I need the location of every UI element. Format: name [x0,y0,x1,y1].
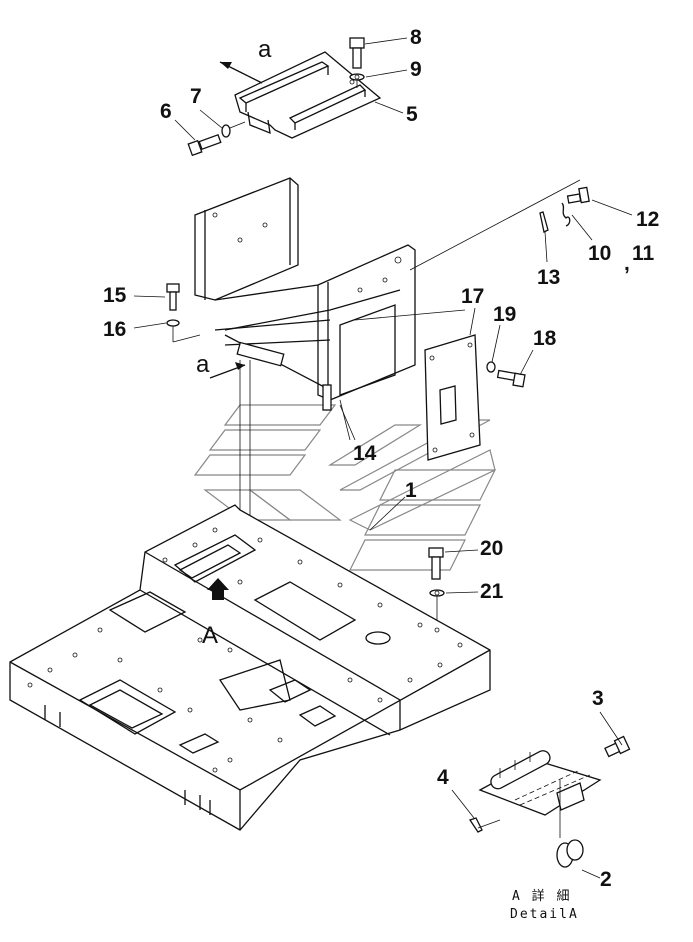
bolt-15 [166,283,201,343]
main-frame [9,504,491,831]
label-part-3: 3 [592,687,604,710]
label-part-1: 1 [405,479,417,502]
view-marker-a-top: a [258,36,272,63]
label-part-14: 14 [353,442,377,465]
view-arrow-a-top: a [219,36,272,84]
label-part-11: 11 [632,242,655,265]
detail-caption-jp: A 詳 細 [512,888,571,904]
bolt-8 [349,37,365,88]
view-arrow-A: A [202,578,229,649]
part-labels: 1 2 3 4 5 6 7 8 9 10 11 12 13 14 15 16 1… [103,26,659,891]
detail-A-view [468,735,631,868]
svg-text:,: , [624,252,630,275]
label-part-13: 13 [537,266,560,289]
label-part-18: 18 [533,327,557,350]
detail-caption: A 詳 細 DetailA [510,888,579,922]
top-cover-plate [234,51,382,139]
label-part-10: 10 [588,242,611,265]
label-part-5: 5 [406,103,418,126]
detail-caption-en: DetailA [510,907,579,922]
bolt-12 [539,186,590,233]
label-part-17: 17 [461,285,484,308]
side-plate-17 [424,334,481,461]
frame-holes [27,527,463,773]
label-part-9: 9 [410,58,422,81]
view-marker-a-mid: a [196,351,210,378]
bolt-18 [486,361,526,388]
label-part-21: 21 [480,580,504,603]
label-part-8: 8 [410,26,422,49]
label-part-15: 15 [103,284,127,307]
box-frame [194,177,416,411]
bolt-20 [428,547,445,597]
view-arrow-a-mid: a [196,351,246,379]
view-marker-A: A [202,622,218,649]
label-part-20: 20 [480,537,503,560]
watermark-logo [193,404,496,571]
label-part-16: 16 [103,318,126,341]
label-leaders [133,37,633,879]
bolt-6 [187,121,246,157]
label-part-7: 7 [190,85,202,108]
label-part-4: 4 [437,766,449,789]
label-part-12: 12 [636,208,659,231]
label-part-19: 19 [493,303,516,326]
label-part-6: 6 [160,100,172,123]
label-part-2: 2 [600,868,612,891]
